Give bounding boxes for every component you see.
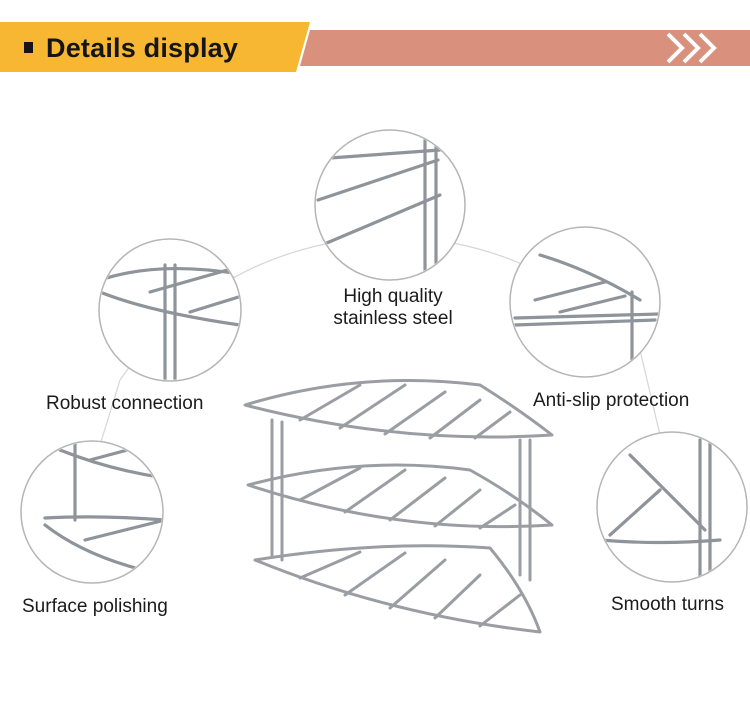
page-title: Details display xyxy=(46,33,239,63)
corner-shelf-product xyxy=(243,379,554,634)
title-bullet-icon xyxy=(24,42,33,53)
connector-line-left xyxy=(99,379,121,446)
feature-label-upper-left: Robust connection xyxy=(46,393,204,414)
header-banner-shape xyxy=(0,22,750,72)
feature-label-upper-right: Anti-slip protection xyxy=(533,390,690,411)
shelf-tier-middle xyxy=(246,463,554,530)
detail-circle-lower-right xyxy=(596,431,748,583)
feature-label-lower-left: Surface polishing xyxy=(22,596,168,617)
detail-circle-top xyxy=(314,129,466,281)
shelf-tier-bottom xyxy=(253,544,542,634)
header-banner: Details display xyxy=(0,0,750,80)
feature-label-top-line1: High quality xyxy=(343,286,443,307)
header-band xyxy=(300,30,750,66)
shelf-tier-top xyxy=(243,379,554,440)
detail-circle-upper-right xyxy=(509,226,661,378)
feature-label-top-line2: stainless steel xyxy=(333,308,453,329)
detail-circle-lower-left xyxy=(20,440,164,584)
detail-circle-upper-left xyxy=(98,238,242,382)
header-accent-block xyxy=(0,22,310,72)
feature-label-lower-right: Smooth turns xyxy=(611,594,724,615)
connector-line-right xyxy=(639,349,661,436)
triple-chevron-right-icon xyxy=(666,32,717,64)
feature-label-top: High quality stainless steel xyxy=(318,286,468,330)
